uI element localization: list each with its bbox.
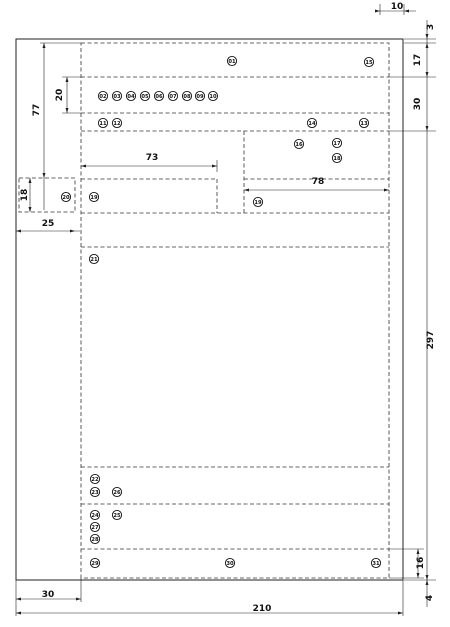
marker-04: 04 [125, 90, 137, 102]
dim-297: 297 [425, 131, 436, 580]
dim-label-297: 297 [426, 331, 436, 350]
dim-label-30-right: 30 [413, 98, 423, 111]
marker-02: 02 [97, 90, 109, 102]
dim-16: 16 [389, 548, 426, 579]
dim-left-77: 77 [32, 42, 81, 210]
marker-19-right: 19 [252, 196, 264, 208]
svg-text:19: 19 [254, 200, 262, 206]
marker-15: 15 [363, 56, 375, 68]
marker-16: 16 [293, 138, 305, 150]
svg-text:09: 09 [196, 94, 204, 100]
dim-top-10: 10 [375, 2, 416, 15]
dim-bottom-30: 30 [15, 578, 82, 616]
svg-text:25: 25 [113, 513, 121, 519]
svg-text:01: 01 [228, 59, 236, 65]
svg-text:15: 15 [365, 60, 373, 66]
svg-text:06: 06 [155, 94, 163, 100]
svg-text:21: 21 [90, 257, 98, 263]
svg-text:07: 07 [169, 94, 177, 100]
svg-text:24: 24 [91, 513, 99, 519]
marker-27: 27 [89, 521, 101, 533]
dim-left-20: 20 [55, 76, 81, 114]
svg-text:23: 23 [91, 490, 99, 496]
dim-label-73: 73 [146, 153, 159, 163]
marker-22: 22 [89, 473, 101, 485]
dim-label-30-bottom: 30 [42, 590, 55, 600]
svg-text:17: 17 [333, 141, 341, 147]
svg-text:26: 26 [113, 490, 121, 496]
marker-21: 21 [88, 253, 100, 265]
svg-text:28: 28 [91, 537, 99, 543]
side-box [18, 177, 76, 213]
marker-31: 31 [370, 557, 382, 569]
marker-26: 26 [111, 486, 123, 498]
sheet-outline [15, 38, 404, 581]
svg-text:14: 14 [308, 121, 316, 127]
marker-07: 07 [167, 90, 179, 102]
marker-18: 18 [331, 152, 343, 164]
dim-78: 78 [244, 177, 389, 192]
dim-label-77: 77 [32, 104, 42, 117]
marker-20: 20 [60, 191, 72, 203]
marker-13: 13 [358, 117, 370, 129]
svg-text:13: 13 [360, 121, 368, 127]
marker-14: 14 [306, 117, 318, 129]
svg-text:04: 04 [127, 94, 135, 100]
dim-label-210: 210 [253, 604, 272, 614]
svg-text:22: 22 [91, 477, 99, 483]
marker-23: 23 [89, 486, 101, 498]
marker-11: 11 [97, 117, 109, 129]
svg-text:27: 27 [91, 525, 99, 531]
dim-label-10-top: 10 [391, 2, 404, 12]
dim-right-stack: 3 17 30 [389, 20, 436, 132]
dim-label-78: 78 [312, 177, 325, 187]
dim-label-17: 17 [413, 54, 423, 67]
svg-text:18: 18 [333, 156, 341, 162]
marker-29: 29 [89, 557, 101, 569]
marker-17: 17 [331, 137, 343, 149]
svg-text:05: 05 [141, 94, 149, 100]
svg-text:02: 02 [99, 94, 107, 100]
marker-06: 06 [153, 90, 165, 102]
svg-text:11: 11 [99, 121, 107, 127]
dim-73: 73 [81, 153, 218, 172]
marker-03: 03 [111, 90, 123, 102]
dim-18: 18 [20, 178, 32, 212]
svg-text:10: 10 [209, 94, 217, 100]
marker-05: 05 [139, 90, 151, 102]
marker-30: 30 [224, 557, 236, 569]
dim-label-18: 18 [20, 189, 30, 202]
dim-bottom-210: 210 [16, 580, 404, 616]
dim-label-20: 20 [55, 89, 65, 102]
svg-text:16: 16 [295, 142, 303, 148]
dim-label-4: 4 [425, 595, 435, 601]
svg-text:20: 20 [62, 195, 70, 201]
dim-label-16: 16 [416, 557, 426, 570]
svg-text:12: 12 [113, 121, 121, 127]
marker-12: 12 [111, 117, 123, 129]
marker-01: 01 [226, 55, 238, 67]
marker-24: 24 [89, 509, 101, 521]
marker-08: 08 [181, 90, 193, 102]
marker-10: 10 [207, 90, 219, 102]
marker-09: 09 [194, 90, 206, 102]
dim-4: 4 [404, 579, 436, 607]
main-frame [80, 42, 390, 579]
svg-text:29: 29 [91, 561, 99, 567]
svg-text:19: 19 [90, 195, 98, 201]
marker-25: 25 [111, 509, 123, 521]
dim-label-3: 3 [426, 24, 436, 30]
svg-text:08: 08 [183, 94, 191, 100]
marker-28: 28 [89, 533, 101, 545]
dim-25: 25 [16, 219, 80, 233]
svg-text:31: 31 [372, 561, 380, 567]
svg-text:03: 03 [113, 94, 121, 100]
svg-text:30: 30 [226, 561, 234, 567]
dim-label-25: 25 [42, 219, 55, 229]
marker-19: 19 [88, 191, 100, 203]
